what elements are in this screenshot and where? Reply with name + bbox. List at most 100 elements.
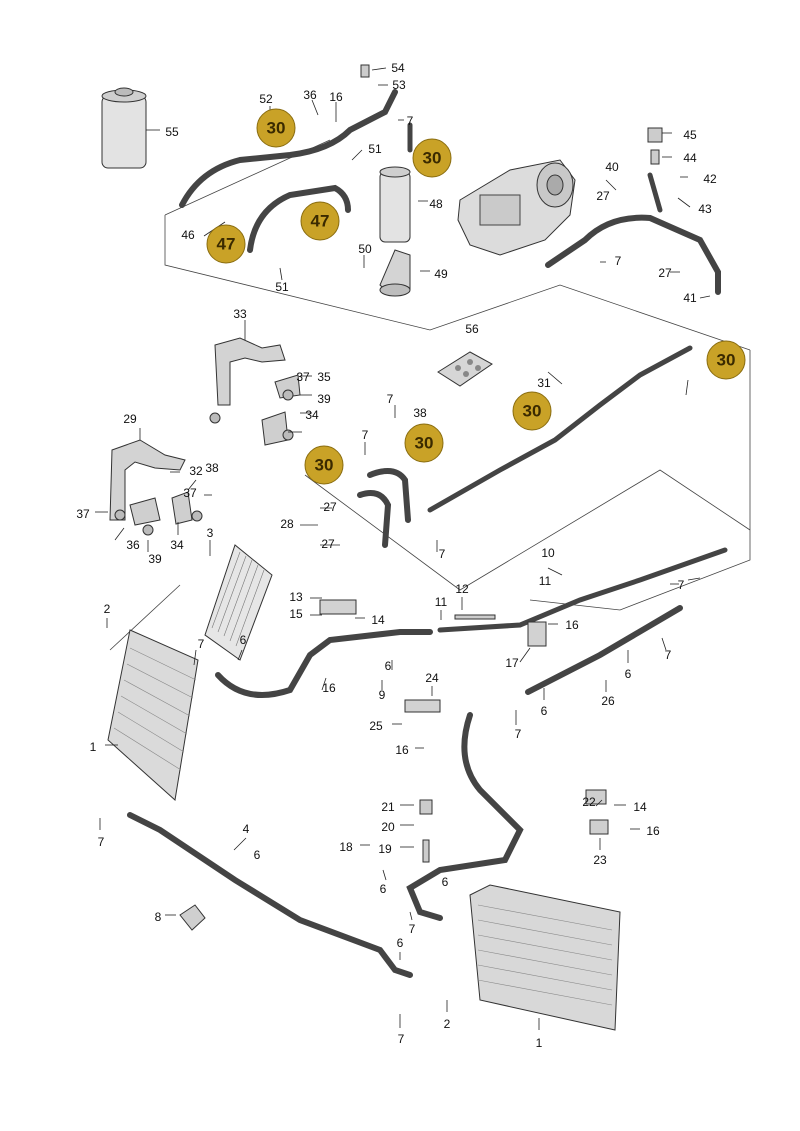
leader-line: [237, 649, 243, 661]
callout-label-7: 7: [409, 922, 416, 936]
callout-label-40: 40: [605, 160, 619, 174]
receiver-bottle-55: [101, 87, 147, 169]
badge-label: 30: [423, 148, 442, 167]
callout-label-14: 14: [633, 800, 647, 814]
callout-label-23: 23: [593, 853, 607, 867]
callout-label-1: 1: [90, 740, 97, 754]
callout-label-7: 7: [678, 578, 685, 592]
callout-label-2: 2: [444, 1017, 451, 1031]
leader-line: [661, 637, 667, 651]
callout-label-4: 4: [243, 822, 250, 836]
callout-label-27: 27: [323, 500, 337, 514]
callout-label-39: 39: [148, 552, 162, 566]
callout-badge-30: 30: [412, 138, 452, 178]
callout-label-39: 39: [317, 392, 331, 406]
callout-label-7: 7: [439, 547, 446, 561]
callout-label-3: 3: [207, 526, 214, 540]
leader-line: [409, 911, 413, 921]
leader-line: [279, 267, 283, 281]
callout-badge-30: 30: [404, 423, 444, 463]
callout-label-6: 6: [442, 875, 449, 889]
callout-label-9: 9: [379, 688, 386, 702]
leader-line: [685, 379, 689, 396]
callout-label-13: 13: [289, 590, 303, 604]
callout-label-7: 7: [615, 254, 622, 268]
condenser-1-lower: [469, 884, 621, 1031]
leader-line: [677, 197, 691, 208]
fin-pack-3: [204, 544, 273, 661]
callout-label-16: 16: [322, 681, 336, 695]
callout-label-50: 50: [358, 242, 372, 256]
callout-label-18: 18: [339, 840, 353, 854]
leader-line: [233, 837, 247, 851]
callout-label-33: 33: [233, 307, 247, 321]
callout-label-38: 38: [205, 461, 219, 475]
leader-line: [382, 869, 387, 881]
leader-line: [605, 179, 617, 191]
callout-label-37: 37: [183, 486, 197, 500]
callout-label-21: 21: [381, 800, 395, 814]
callout-label-7: 7: [387, 392, 394, 406]
callout-label-7: 7: [198, 637, 205, 651]
callout-label-6: 6: [397, 936, 404, 950]
bracket-49: [379, 249, 411, 297]
badge-circle: [206, 224, 246, 264]
badge-label: 30: [523, 401, 542, 420]
callout-label-53: 53: [392, 78, 406, 92]
callout-label-19: 19: [378, 842, 392, 856]
pad-56: [437, 351, 493, 387]
badge-circle: [412, 138, 452, 178]
leader-line: [547, 371, 563, 385]
callout-label-38: 38: [413, 406, 427, 420]
condenser-1-upper: [107, 629, 199, 801]
callout-label-7: 7: [407, 114, 414, 128]
callout-label-49: 49: [434, 267, 448, 281]
callout-label-8: 8: [155, 910, 162, 924]
callout-label-6: 6: [254, 848, 261, 862]
callout-label-35: 35: [317, 370, 331, 384]
small-parts: [179, 64, 663, 931]
callout-label-6: 6: [380, 882, 387, 896]
callout-badge-30: 30: [706, 340, 746, 380]
badge-circle: [304, 445, 344, 485]
callout-label-55: 55: [165, 125, 179, 139]
callout-label-34: 34: [305, 408, 319, 422]
callout-label-11: 11: [435, 595, 448, 609]
callout-badge-30: 30: [304, 445, 344, 485]
callout-label-43: 43: [698, 202, 712, 216]
leader-line: [321, 677, 327, 691]
hoses-middle: [357, 345, 693, 548]
callout-label-2: 2: [104, 602, 111, 616]
callout-label-16: 16: [646, 824, 660, 838]
badge-label: 30: [315, 455, 334, 474]
callout-label-36: 36: [303, 88, 317, 102]
compressor: [457, 159, 576, 256]
callout-label-41: 41: [683, 291, 697, 305]
callout-label-1: 1: [536, 1036, 543, 1050]
callout-label-10: 10: [541, 546, 555, 560]
callout-label-7: 7: [515, 727, 522, 741]
leader-line: [351, 149, 363, 161]
callout-label-7: 7: [98, 835, 105, 849]
badge-label: 47: [217, 234, 236, 253]
dryer-48: [379, 166, 411, 243]
callout-label-17: 17: [505, 656, 519, 670]
callout-label-37: 37: [296, 370, 310, 384]
callout-label-36: 36: [126, 538, 140, 552]
callout-label-26: 26: [601, 694, 615, 708]
leader-line: [547, 567, 563, 576]
hoses-top: [179, 89, 721, 295]
leader-lines: [95, 67, 711, 1030]
badge-circle: [404, 423, 444, 463]
callout-badge-47: 47: [206, 224, 246, 264]
hoses-lower: [127, 547, 728, 978]
leader-line: [519, 647, 531, 663]
callout-label-32: 32: [189, 464, 203, 478]
callout-label-6: 6: [385, 659, 392, 673]
bracket-33: [209, 337, 301, 446]
callout-label-6: 6: [625, 667, 632, 681]
